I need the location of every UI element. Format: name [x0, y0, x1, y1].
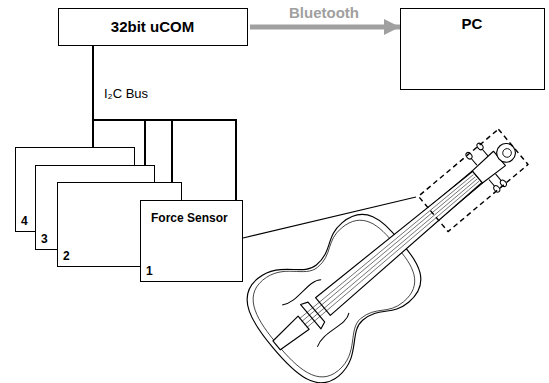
callout-number: 1	[146, 264, 153, 278]
tailpiece	[271, 316, 309, 352]
dashed-region	[418, 129, 528, 231]
box-label: 32bit uCOM	[111, 18, 194, 35]
edge-label: Bluetooth	[289, 4, 359, 21]
box-label: PC	[462, 15, 483, 32]
wireless-arrow	[250, 25, 400, 30]
bus-label: I₂C Bus	[104, 86, 148, 101]
scroll	[493, 140, 519, 166]
scroll-curl	[501, 147, 513, 159]
callout-number: 2	[63, 249, 70, 263]
violin	[233, 98, 549, 383]
box-label: Force Sensor	[151, 211, 228, 225]
controller-box: 32bit uCOM	[58, 8, 248, 46]
sensor-box: Force Sensor 1	[140, 200, 243, 282]
callout-number: 3	[41, 232, 48, 246]
strings	[299, 173, 480, 327]
callout-number: 4	[21, 214, 28, 228]
pc-box: PC	[400, 8, 545, 90]
